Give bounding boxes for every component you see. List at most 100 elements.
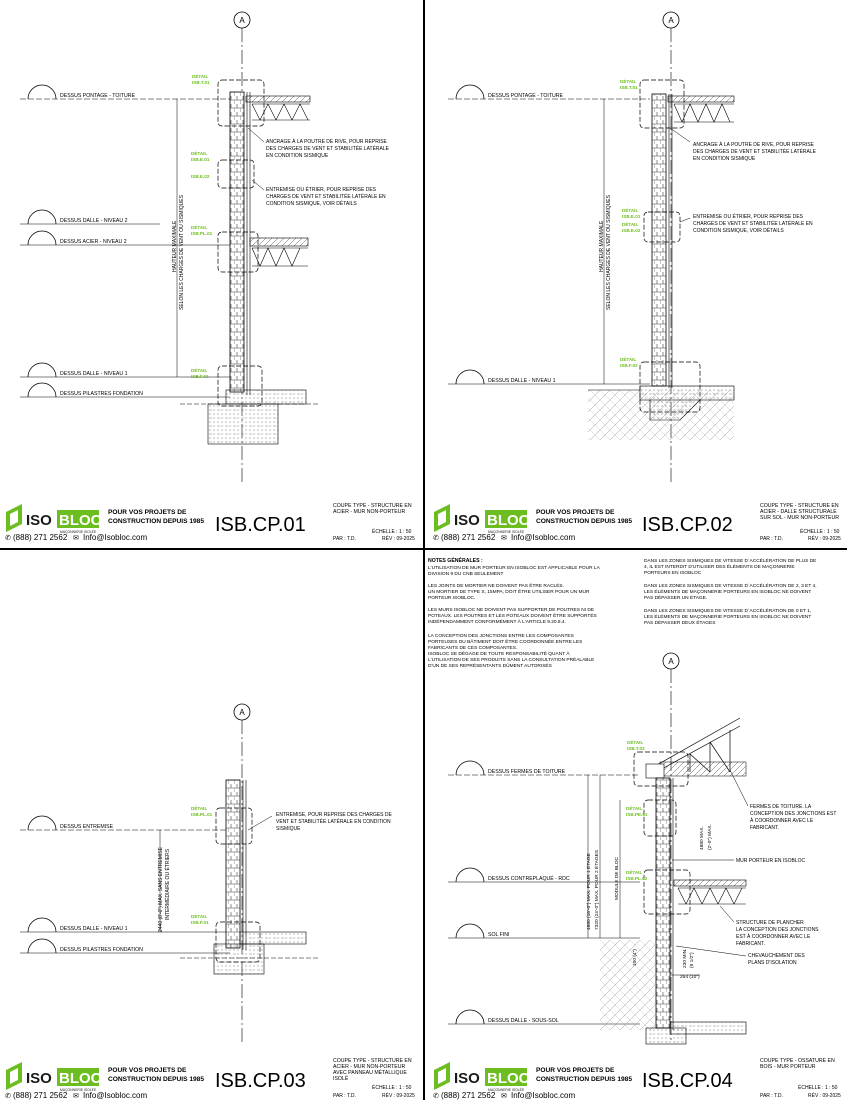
leader-line (729, 769, 749, 807)
logo-iso: ISO (26, 512, 52, 529)
level-marker: DESSUS FERMES DE TOITURE (448, 760, 640, 776)
mail-icon: ✉ (501, 1093, 507, 1100)
floor-slab (249, 237, 309, 247)
leader-line (675, 945, 747, 957)
block-wall (229, 91, 245, 393)
note-text: ANCRAGE À LA POUTRE DE RIVE, POUR REPRIS… (266, 138, 390, 159)
detail-tag: DÉTAIL (191, 912, 207, 919)
note-text: ENTREMISE OU ÉTRIER, POUR REPRISE DES CH… (266, 186, 387, 207)
detail-tag: DÉTAIL (191, 223, 207, 230)
drawing-number: ISB.CP.01 (215, 514, 306, 536)
phone-number: (888) 271 2562 (441, 533, 496, 542)
note-text: STRUCTURE DE PLANCHER LA CONCEPTION DES … (736, 920, 820, 947)
phone-number: (888) 271 2562 (13, 533, 68, 542)
tagline: POUR VOS PROJETS DE CONSTRUCTION DEPUIS … (536, 509, 632, 525)
logo-subtitle: MAÇONNERIE ISOLÉE (60, 1087, 97, 1092)
dimension-text: 230 MIN. (682, 949, 688, 968)
block-wall (655, 777, 671, 1029)
note-text: MUR PORTEUR EN ISOBLOC (736, 858, 805, 864)
dimension-text: HAUTEUR MAXIMALE (599, 220, 605, 272)
drawing-title: COUPE TYPE - STRUCTURE EN ACIER - MUR NO… (333, 1058, 413, 1082)
drawing-number: ISB.CP.03 (215, 1070, 306, 1092)
level-label: DESSUS FERMES DE TOITURE (488, 769, 566, 775)
level-marker: DESSUS ACIER - NIVEAU 2 (20, 230, 230, 246)
general-notes-right: DANS LES ZONES SISMIQUES DE VITESSE D`AC… (644, 557, 818, 626)
dimension-text: HAUTEUR MAXIMALE (172, 220, 178, 272)
level-label: DESSUS PONTAGE - TOITURE (60, 93, 135, 99)
detail-bubble (217, 365, 263, 407)
level-marker: DESSUS DALLE - NIVEAU 1 (20, 917, 230, 933)
revision: RÉV : 09-2025 (382, 1092, 415, 1099)
level-marker: DESSUS PILASTRES FONDATION (20, 382, 230, 398)
logo-bloc-bg (485, 510, 527, 528)
dimension-text: INTERMÉDIAIRE OU ÉTRIERS (164, 848, 171, 920)
foundation-pier (213, 943, 265, 975)
note-text: ENTREMISE, POUR REPRISE DES CHARGES DE V… (276, 812, 393, 832)
dimension-text: 4880 MAX. (699, 826, 705, 850)
logo-bloc: BLOC (59, 512, 102, 529)
detail-bubble (643, 799, 677, 837)
tagline: POUR VOS PROJETS DE CONSTRUCTION DEPUIS … (108, 509, 204, 525)
scale: ÉCHELLE : 1 : 50 (800, 528, 840, 535)
detail-tag: ISB.F.01 (191, 374, 209, 379)
revision: RÉV : 09-2025 (808, 1092, 841, 1099)
drawn-by: PAR : T.D. (760, 1093, 783, 1099)
footing (645, 1027, 687, 1045)
roof-deck (245, 95, 311, 103)
logo-subtitle: MAÇONNERIE ISOLÉE (488, 529, 525, 534)
general-notes-left: L'UTILISATION DE MUR PORTEUR EN ISOBLOC … (428, 565, 601, 669)
logo-iso: ISO (454, 512, 480, 529)
drawing-title: COUPE TYPE - STRUCTURE EN ACIER - MUR NO… (333, 503, 413, 515)
mail-icon: ✉ (73, 1093, 79, 1100)
level-label: DESSUS DALLE - NIVEAU 1 (488, 378, 556, 384)
scale: ÉCHELLE : 1 : 50 (372, 1084, 412, 1091)
dimension-text: MODULE DE BLOC (614, 857, 620, 900)
grid-label: A (668, 657, 674, 666)
phone-icon: ✆ (433, 534, 439, 542)
drawing-number: ISB.CP.04 (642, 1070, 733, 1092)
level-label: DESSUS PILASTRES FONDATION (60, 947, 143, 953)
detail-tag: ISB.F.02 (620, 363, 638, 368)
leader-line (247, 127, 265, 143)
detail-tag: DÉTAIL (191, 804, 207, 811)
detail-bubble (217, 159, 255, 189)
detail-tag: DÉTAIL (620, 77, 636, 84)
structural-slab (639, 385, 735, 401)
phone-number: (888) 271 2562 (441, 1091, 496, 1100)
note-text: ANCRAGE À LA POUTRE DE RIVE, POUR REPRIS… (693, 141, 817, 162)
detail-tag: ISB.T.01 (192, 80, 210, 85)
note-text: ENTREMISE OU ÉTRIER, POUR REPRISE DES CH… (693, 213, 814, 234)
block-wall (651, 93, 667, 387)
note-text: CHEVAUCHEMENT DES PLANS D'ISOLATION (748, 953, 806, 966)
logo-bloc-bg (57, 1068, 99, 1086)
level-label: SOL FINI (488, 932, 509, 938)
detail-tag: ISB.E.02 (622, 228, 641, 233)
tagline: POUR VOS PROJETS DE CONSTRUCTION DEPUIS … (108, 1067, 204, 1083)
level-marker: DESSUS CONTREPLAQUÉ - RDC (448, 867, 640, 883)
top-plate (645, 763, 665, 779)
foundation-slab (225, 389, 307, 405)
detail-tag: ISB.PL.01 (191, 231, 213, 236)
drawing-number: ISB.CP.02 (642, 514, 733, 536)
detail-tag: DÉTAIL (622, 220, 638, 227)
detail-tag: DÉTAIL (626, 868, 642, 875)
grid-label: A (239, 16, 245, 25)
panel-isb-cp-03: A DESSUS ENTREMISE DESSUS DALLE - NIVEAU… (20, 703, 393, 1042)
detail-tag: ISB.E.02 (191, 174, 210, 179)
detail-bubble (217, 79, 265, 127)
drawn-by: PAR : T.D. (333, 1093, 356, 1099)
title-block: ISO BLOC MAÇONNERIE ISOLÉE POUR VOS PROJ… (433, 1058, 841, 1100)
foundation-pier (207, 403, 279, 445)
level-marker: DESSUS PONTAGE - TOITURE (448, 84, 650, 100)
detail-tag: DÉTAIL (627, 738, 643, 745)
phone-number: (888) 271 2562 (13, 1091, 68, 1100)
scale: ÉCHELLE : 1 : 50 (372, 528, 412, 535)
title-block: ISO BLOC MAÇONNERIE ISOLÉE POUR VOS PROJ… (433, 503, 841, 542)
detail-tag: DÉTAIL (192, 72, 208, 79)
detail-tag: DÉTAIL (626, 804, 642, 811)
level-label: DESSUS PILASTRES FONDATION (60, 391, 143, 397)
panel-isb-cp-02: A DESSUS PONTAGE - TOITURE DESSUS DALLE … (448, 11, 817, 485)
phone-icon: ✆ (433, 1092, 439, 1100)
level-marker: SOL FINI (448, 923, 640, 939)
